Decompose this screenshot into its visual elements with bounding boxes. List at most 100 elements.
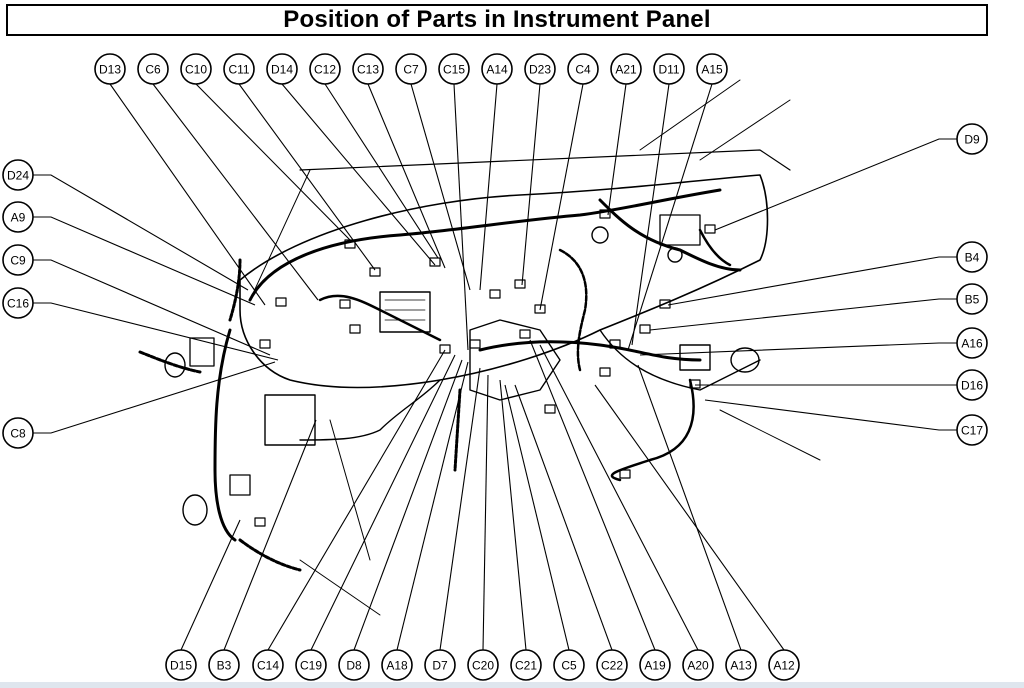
callout-circle <box>956 414 988 446</box>
callout-d14: D14 <box>266 53 436 266</box>
callout-circle <box>208 649 240 681</box>
callout-label: C12 <box>314 63 336 77</box>
leader-line <box>238 83 376 271</box>
callout-circle <box>610 53 642 85</box>
callout-circle <box>768 649 800 681</box>
leader-line <box>639 342 957 356</box>
callout-d16: D16 <box>695 369 988 401</box>
callout-label: C22 <box>601 659 623 673</box>
callout-a18: A18 <box>381 361 469 681</box>
callout-d9: D9 <box>714 123 988 231</box>
callout-a15: A15 <box>627 53 728 351</box>
leader-line <box>514 384 613 651</box>
callout-circle <box>180 53 212 85</box>
leader-line <box>109 83 266 306</box>
callout-c21: C21 <box>499 379 542 681</box>
callout-label: A14 <box>486 63 508 77</box>
callout-label: D9 <box>964 133 980 147</box>
callout-label: A12 <box>773 659 795 673</box>
callout-label: C19 <box>300 659 322 673</box>
callout-circle <box>2 159 34 191</box>
callout-circle <box>395 53 427 85</box>
leader-line <box>195 83 351 241</box>
callout-c10: C10 <box>180 53 351 241</box>
callout-circle <box>438 53 470 85</box>
callout-label: A21 <box>615 63 637 77</box>
leader-line <box>396 361 469 651</box>
leader-line <box>637 364 742 651</box>
callout-circle <box>567 53 599 85</box>
callout-label: D15 <box>170 659 192 673</box>
callout-label: C21 <box>515 659 537 673</box>
callout-c6: C6 <box>137 53 319 301</box>
callout-c22: C22 <box>514 384 628 681</box>
callout-d23: D23 <box>521 53 556 286</box>
leader-line <box>607 83 627 216</box>
callout-c17: C17 <box>704 399 988 446</box>
leader-line <box>33 216 256 306</box>
leader-line <box>439 367 481 651</box>
callout-circle <box>2 417 34 449</box>
callout-a16: A16 <box>639 327 988 359</box>
callout-label: C6 <box>145 63 161 77</box>
callout-label: C17 <box>961 424 983 438</box>
callout-b4: B4 <box>667 241 988 306</box>
callout-circle <box>223 53 255 85</box>
callout-circle <box>381 649 413 681</box>
callout-circle <box>956 241 988 273</box>
leader-line <box>667 256 957 306</box>
leader-line <box>33 361 276 434</box>
callout-circle <box>596 649 628 681</box>
callout-circle <box>682 649 714 681</box>
callout-label: D11 <box>658 63 679 77</box>
callout-c19: C19 <box>295 354 456 681</box>
callout-a20: A20 <box>539 344 714 681</box>
bottom-strip <box>0 682 1024 688</box>
leader-line <box>267 349 446 651</box>
callout-c13: C13 <box>352 53 446 269</box>
leader-line <box>324 83 439 259</box>
leader-line <box>649 298 957 331</box>
callout-label: C4 <box>575 63 591 77</box>
callout-label: A9 <box>11 211 26 225</box>
callout-label: D8 <box>346 659 362 673</box>
callout-label: A20 <box>687 659 709 673</box>
callout-circle <box>639 649 671 681</box>
callout-label: C15 <box>443 63 465 77</box>
callout-circle <box>956 123 988 155</box>
callout-b3: B3 <box>208 419 317 681</box>
leader-line <box>453 83 469 351</box>
callout-d24: D24 <box>2 159 249 291</box>
callout-circle <box>352 53 384 85</box>
callout-c11: C11 <box>223 53 376 271</box>
instrument-panel-artwork <box>138 79 821 616</box>
callout-b5: B5 <box>649 283 988 331</box>
callout-circle <box>653 53 685 85</box>
callout-label: A15 <box>701 63 723 77</box>
callout-c5: C5 <box>504 384 585 681</box>
callout-label: C11 <box>228 63 249 77</box>
callout-d15: D15 <box>165 519 241 681</box>
callout-circle <box>481 53 513 85</box>
callout-label: C10 <box>185 63 207 77</box>
callout-circle <box>94 53 126 85</box>
callout-circle <box>266 53 298 85</box>
callout-c4: C4 <box>539 53 599 311</box>
callout-a19: A19 <box>529 339 671 681</box>
callout-circle <box>424 649 456 681</box>
callout-circle <box>2 287 34 319</box>
leader-line <box>714 138 957 231</box>
callout-label: D13 <box>99 63 121 77</box>
leader-line <box>539 83 584 311</box>
leader-line <box>631 83 670 346</box>
leader-line <box>521 83 541 286</box>
callout-circle <box>524 53 556 85</box>
leader-line <box>223 419 317 651</box>
callout-circle <box>696 53 728 85</box>
leader-line <box>281 83 436 266</box>
callout-label: A18 <box>386 659 408 673</box>
callout-circle <box>309 53 341 85</box>
callout-label: B5 <box>965 293 980 307</box>
callout-label: C14 <box>257 659 279 673</box>
